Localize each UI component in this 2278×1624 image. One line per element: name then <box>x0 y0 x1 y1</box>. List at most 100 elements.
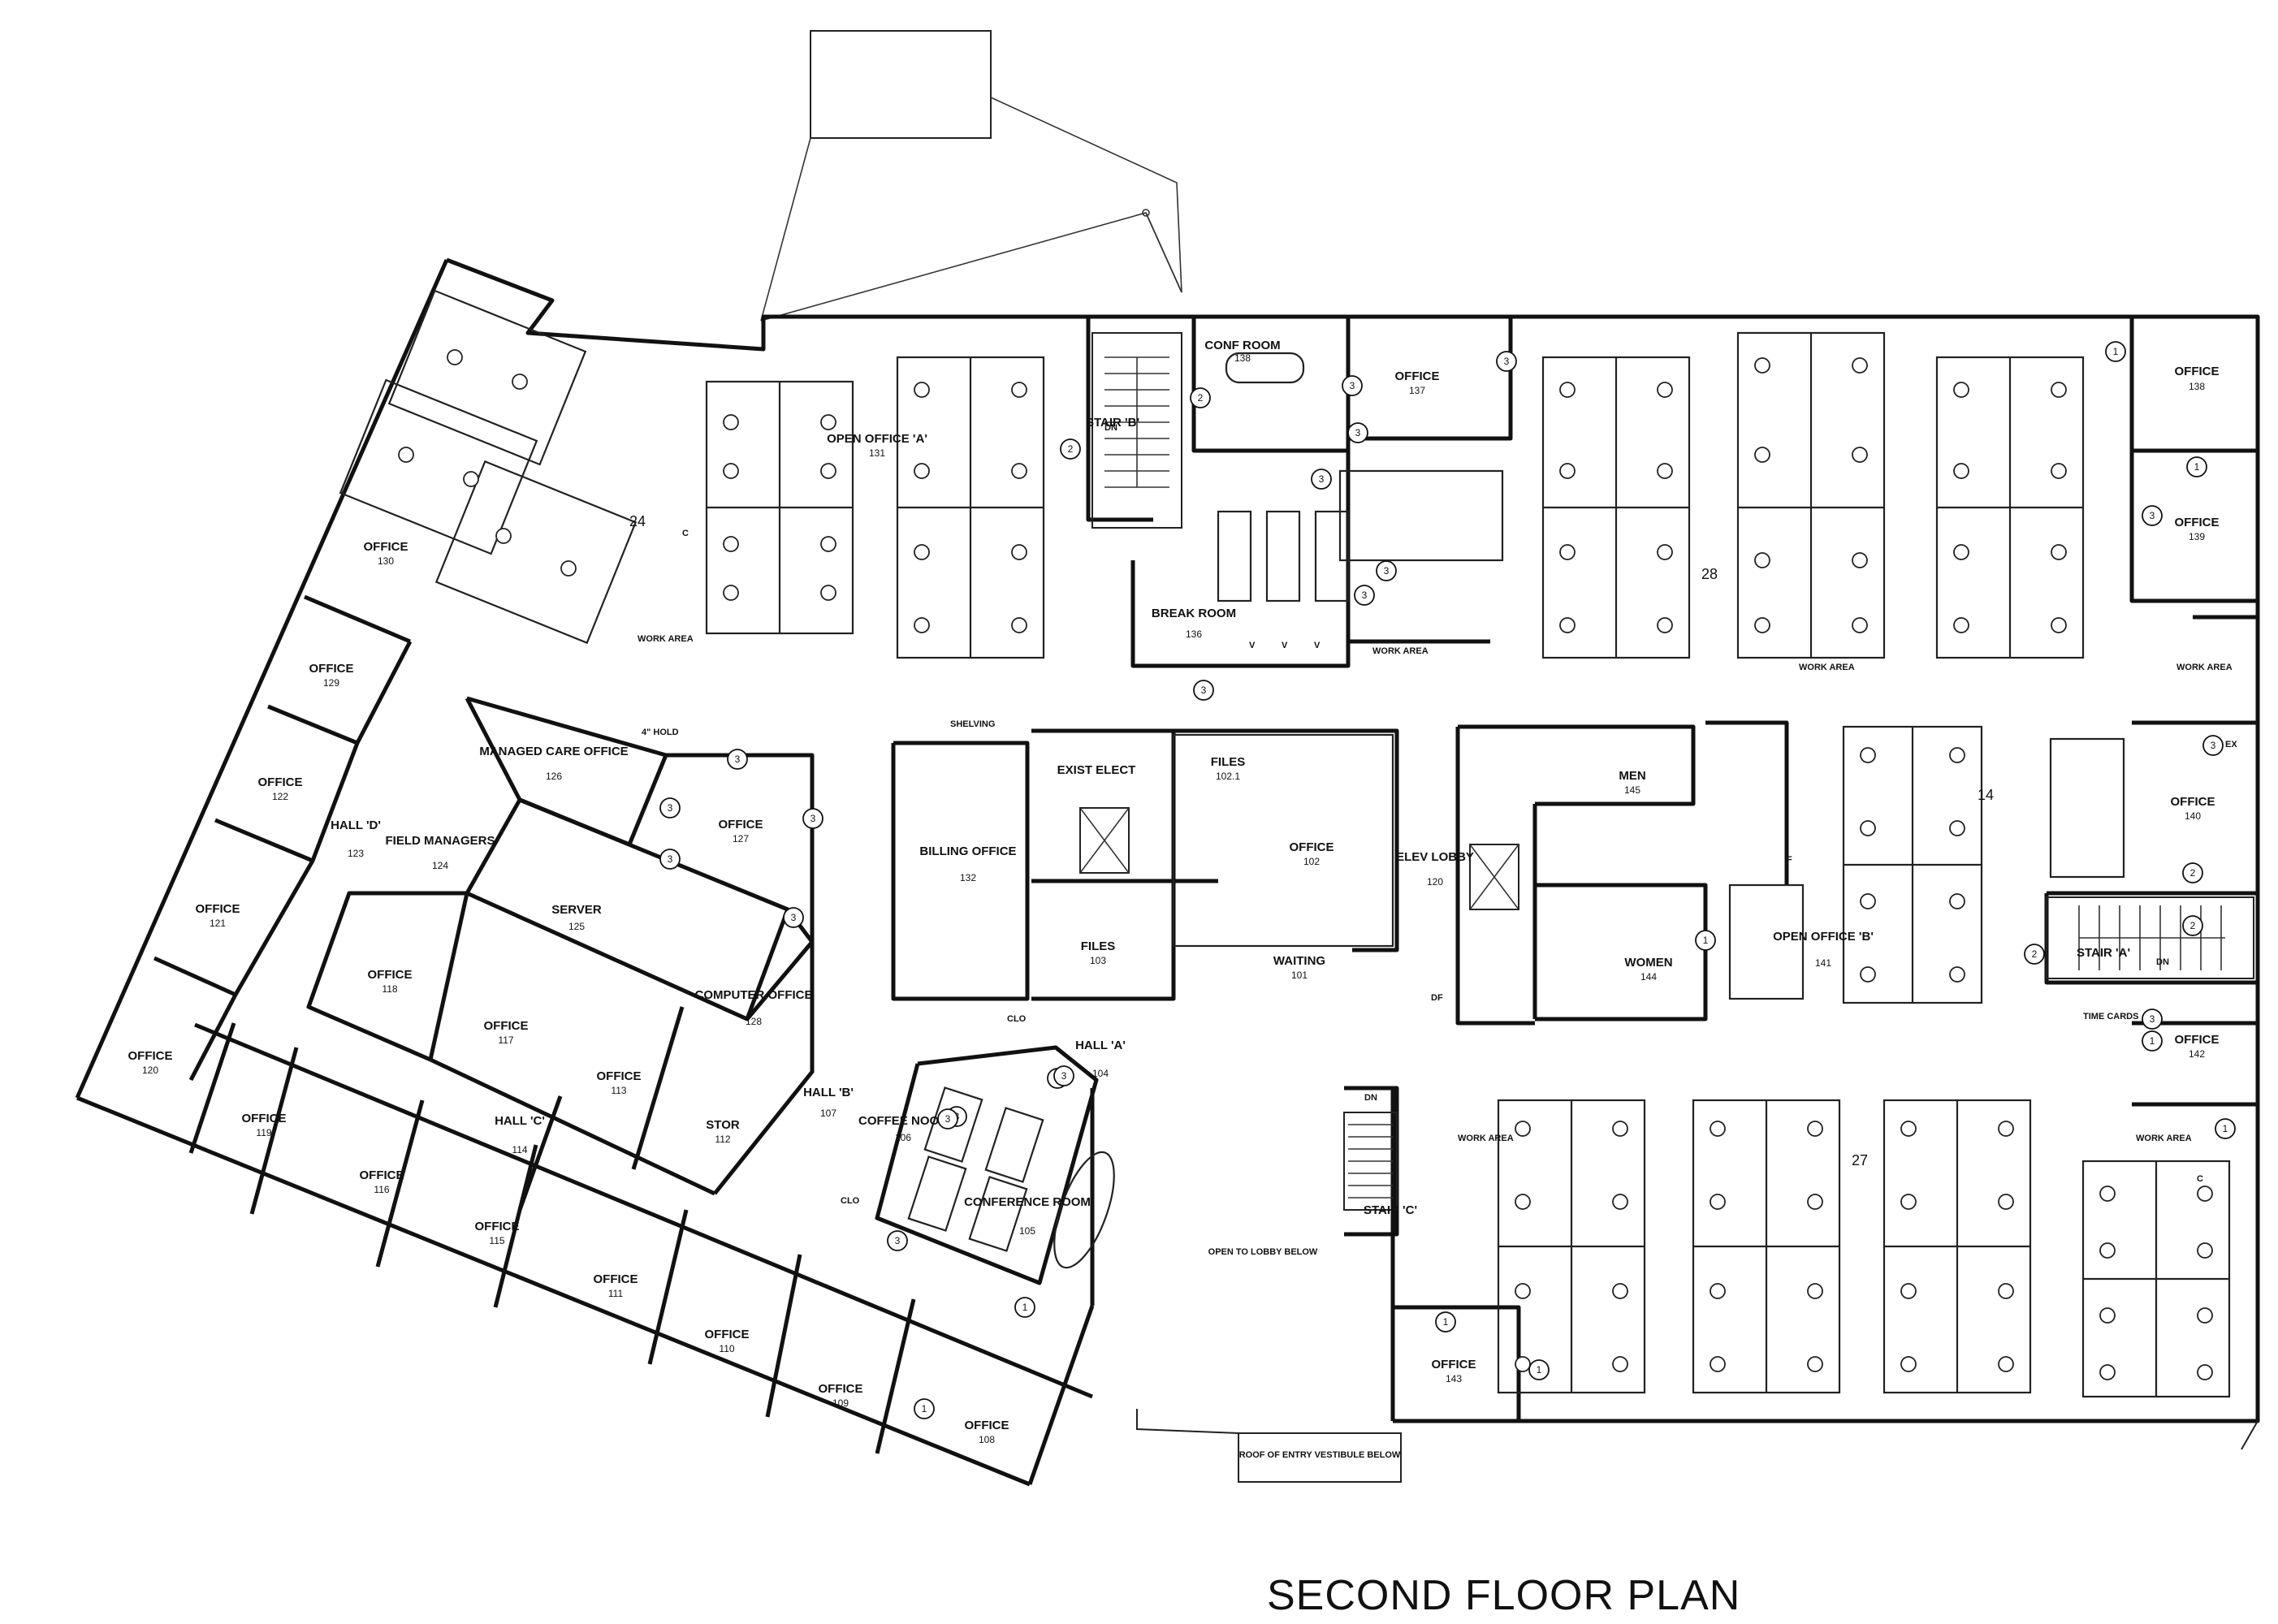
room-name: WAITING <box>1273 954 1325 968</box>
work-area-label: WORK AREA <box>1372 646 1429 656</box>
room-name: SERVER <box>551 903 602 917</box>
room-number: 120 <box>1427 876 1443 888</box>
room-number: 138 <box>2189 381 2205 392</box>
room-number: 143 <box>1446 1373 1462 1384</box>
tag-number: 1 <box>2194 461 2200 473</box>
tag-circle <box>1342 375 1363 396</box>
room-number: 138 <box>1234 352 1251 364</box>
tag-number: 3 <box>945 1113 951 1125</box>
room-number: 125 <box>568 921 585 932</box>
room-number: 115 <box>489 1235 504 1246</box>
room-name: OFFICE <box>2171 795 2215 809</box>
v-label: V <box>1282 641 1288 650</box>
tag-number: 3 <box>1384 565 1390 577</box>
tag-circle <box>2215 1118 2236 1139</box>
room-number: 119 <box>256 1127 271 1138</box>
room-name: HALL 'D' <box>331 818 381 832</box>
tag-circle <box>1193 680 1214 701</box>
tag-circle <box>802 808 823 829</box>
room-name: OFFICE <box>594 1272 638 1286</box>
tag-circle <box>1376 560 1397 581</box>
room-number: 128 <box>746 1016 762 1027</box>
room-number: 129 <box>323 677 339 689</box>
room-name: STAIR 'B' <box>1086 416 1139 430</box>
open-to-lobby-label: OPEN TO LOBBY BELOW <box>1208 1247 1318 1257</box>
tag-circle <box>2182 915 2203 936</box>
room-name: OFFICE <box>242 1112 287 1125</box>
room-number: 109 <box>832 1397 849 1409</box>
room-name: OFFICE <box>2175 365 2220 378</box>
df-label: DF <box>1431 993 1443 1003</box>
room-name: OFFICE <box>2175 516 2220 529</box>
room-name: MANAGED CARE OFFICE <box>479 745 628 758</box>
room-name: OFFICE <box>719 818 763 831</box>
tag-number: 1 <box>1022 1302 1028 1313</box>
room-number: 121 <box>210 918 226 929</box>
tag-number: 3 <box>1504 356 1510 367</box>
room-number: 113 <box>611 1085 626 1096</box>
area-number: 27 <box>1852 1152 1868 1168</box>
tag-number: 1 <box>1443 1316 1449 1328</box>
time-cards-label: TIME CARDS <box>2083 1012 2138 1021</box>
room-name: OFFICE <box>1290 840 1334 854</box>
room-name: OFFICE <box>258 775 303 789</box>
room-number: 122 <box>272 791 288 802</box>
room-number: 140 <box>2185 810 2201 822</box>
room-name: OFFICE <box>1395 369 1440 383</box>
tag-number: 3 <box>2150 1013 2155 1025</box>
room-name: OFFICE <box>597 1069 642 1083</box>
tag-number: 3 <box>735 754 741 765</box>
room-name: OFFICE <box>360 1168 404 1182</box>
room-name: OFFICE <box>368 968 413 982</box>
workstation-cluster-north <box>1541 331 2085 659</box>
clo-label: CLO <box>841 1196 860 1206</box>
dn-label: DN <box>2156 957 2169 967</box>
workstation-cluster-east-mid <box>1172 469 2125 1004</box>
tag-circle <box>1060 438 1081 460</box>
room-number: 112 <box>715 1134 730 1145</box>
dn-label: DN <box>1364 1093 1377 1103</box>
room-name: OFFICE <box>819 1382 863 1396</box>
tag-number: 1 <box>1703 935 1709 946</box>
plan-notes: WORK AREA WORK AREA WORK AREA WORK AREA … <box>629 423 2237 1206</box>
room-number: 110 <box>719 1343 734 1354</box>
tag-circle <box>2186 456 2207 477</box>
tag-number: 2 <box>1198 392 1204 404</box>
stair-c-treads <box>1343 1112 1398 1211</box>
room-labels: OPEN OFFICE 'A' 131 CONF ROOM 138 OFFICE… <box>128 339 2220 1445</box>
room-name: HALL 'C' <box>495 1114 545 1128</box>
room-number: 101 <box>1291 970 1308 981</box>
room-number: 126 <box>546 771 562 782</box>
room-number: 124 <box>432 860 448 871</box>
tag-circle <box>1190 387 1211 408</box>
entry-vestibule-roof: ROOF OF ENTRY VESTIBULE BELOW <box>1136 1409 1402 1483</box>
tag-number: 3 <box>1362 590 1368 601</box>
room-name: FILES <box>1211 755 1246 769</box>
tag-number: 3 <box>1061 1070 1067 1082</box>
tag-number: 3 <box>1350 380 1355 391</box>
v-label: V <box>1314 641 1321 650</box>
v-label: V <box>1249 641 1256 650</box>
room-number: 116 <box>374 1184 389 1195</box>
tag-circle <box>2182 862 2203 883</box>
room-name: COMPUTER OFFICE <box>695 988 813 1002</box>
room-number: 111 <box>608 1288 624 1299</box>
interior-walls <box>153 317 2260 1454</box>
tag-circle <box>887 1230 908 1251</box>
tag-circle <box>2105 341 2126 362</box>
tag-circle <box>783 907 804 928</box>
room-name: OFFICE <box>364 540 408 554</box>
room-number: 106 <box>895 1132 911 1143</box>
room-number: 102.1 <box>1216 771 1240 782</box>
tag-circle <box>2142 1030 2163 1052</box>
room-number: 117 <box>498 1034 513 1046</box>
tag-number: 1 <box>2223 1123 2228 1134</box>
room-number: 103 <box>1090 955 1106 966</box>
work-area-label: WORK AREA <box>1799 663 1855 672</box>
stair-a-treads <box>2046 896 2254 979</box>
room-number: 104 <box>1092 1068 1109 1079</box>
area-number: 14 <box>1978 787 1994 803</box>
room-name: OFFICE <box>196 902 240 916</box>
room-name: OPEN OFFICE 'B' <box>1773 930 1874 944</box>
